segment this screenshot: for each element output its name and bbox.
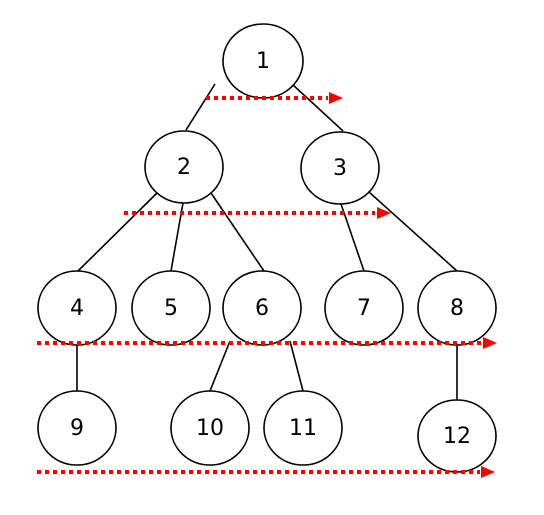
tree-node-6: 6 xyxy=(222,270,302,346)
edge-2-4 xyxy=(77,192,158,272)
node-circle xyxy=(170,390,250,466)
level-order-arrow-1 xyxy=(206,92,343,104)
arrowhead-icon xyxy=(483,337,497,349)
tree-node-1: 1 xyxy=(222,23,304,99)
tree-node-10: 10 xyxy=(170,390,250,466)
tree-node-2: 2 xyxy=(144,130,224,204)
node-label: 2 xyxy=(177,155,191,180)
tree-node-12: 12 xyxy=(417,399,497,473)
node-label: 7 xyxy=(357,296,371,321)
node-label: 1 xyxy=(256,49,270,74)
node-label: 6 xyxy=(255,296,269,321)
edge-6-11 xyxy=(289,340,304,392)
tree-node-8: 8 xyxy=(417,270,497,346)
node-label: 3 xyxy=(333,156,347,181)
node-circle xyxy=(131,270,211,346)
arrowhead-icon xyxy=(329,92,343,104)
tree-node-3: 3 xyxy=(300,131,380,205)
level-order-arrow-2 xyxy=(124,207,391,219)
edge-1-2 xyxy=(185,83,216,131)
tree-node-4: 4 xyxy=(37,270,117,346)
edge-3-8 xyxy=(368,191,458,272)
node-label: 10 xyxy=(196,416,224,441)
edge-2-6 xyxy=(210,192,265,272)
level-order-arrow-4 xyxy=(37,466,495,478)
edge-6-10 xyxy=(209,340,231,392)
node-label: 8 xyxy=(450,296,464,321)
node-circle xyxy=(37,390,117,466)
node-label: 12 xyxy=(443,424,471,449)
tree-node-9: 9 xyxy=(37,390,117,466)
arrowhead-icon xyxy=(377,207,391,219)
edge-3-7 xyxy=(340,203,365,272)
level-arrows-layer xyxy=(37,92,497,478)
tree-node-5: 5 xyxy=(131,270,211,346)
tree-node-7: 7 xyxy=(324,270,404,346)
edges-layer xyxy=(76,83,458,400)
tree-node-11: 11 xyxy=(263,390,343,466)
node-label: 4 xyxy=(70,296,84,321)
node-circle xyxy=(300,131,380,205)
arrowhead-icon xyxy=(481,466,495,478)
node-label: 5 xyxy=(164,296,178,321)
node-label: 9 xyxy=(70,416,84,441)
node-label: 11 xyxy=(289,416,317,441)
level-order-arrow-3 xyxy=(37,337,497,349)
node-circle xyxy=(324,270,404,346)
node-circle xyxy=(144,130,224,204)
edge-1-3 xyxy=(291,83,344,132)
node-circle xyxy=(263,390,343,466)
